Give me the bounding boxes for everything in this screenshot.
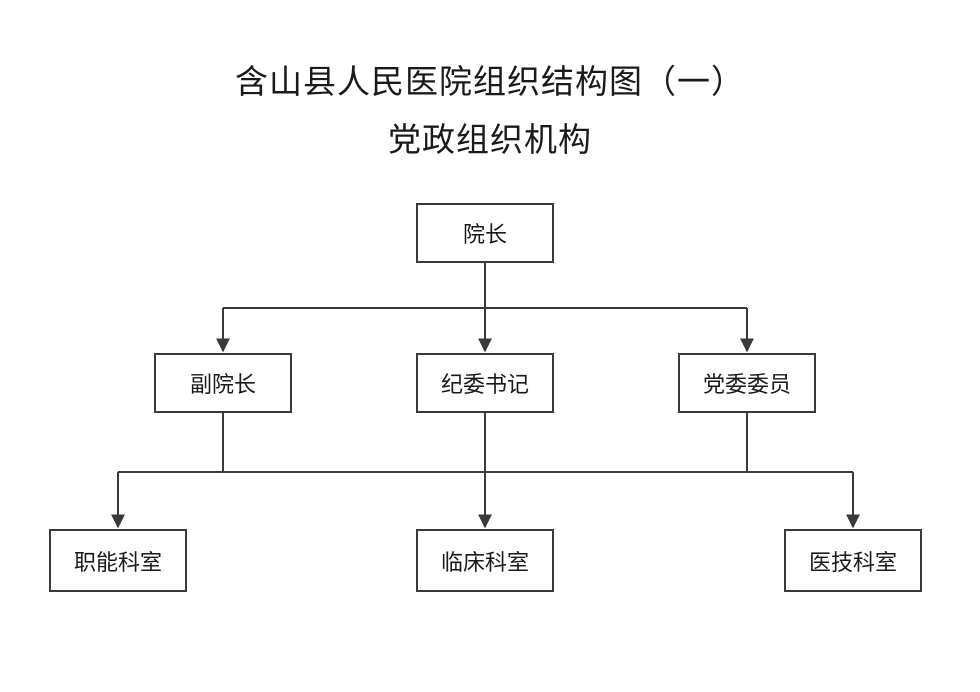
node-vice-president-label: 副院长 xyxy=(189,373,256,398)
node-clinical-depts: 临床科室 xyxy=(416,529,554,592)
node-vice-president: 副院长 xyxy=(154,353,292,413)
node-party-committee: 党委委员 xyxy=(678,353,816,413)
node-clinical-depts-label: 临床科室 xyxy=(440,550,529,576)
node-functional-depts-label: 职能科室 xyxy=(73,550,162,576)
node-discipline-secretary: 纪委书记 xyxy=(416,353,554,413)
node-discipline-secretary-label: 纪委书记 xyxy=(440,373,529,398)
node-president-label: 院长 xyxy=(462,223,507,248)
node-party-committee-label: 党委委员 xyxy=(702,373,791,398)
node-functional-depts: 职能科室 xyxy=(49,529,187,592)
chart-title: 含山县人民医院组织结构图（一） xyxy=(235,62,745,101)
node-medtech-depts-label: 医技科室 xyxy=(808,550,897,576)
node-president: 院长 xyxy=(416,203,554,263)
chart-subtitle: 党政组织机构 xyxy=(388,120,592,159)
node-medtech-depts: 医技科室 xyxy=(784,529,922,592)
